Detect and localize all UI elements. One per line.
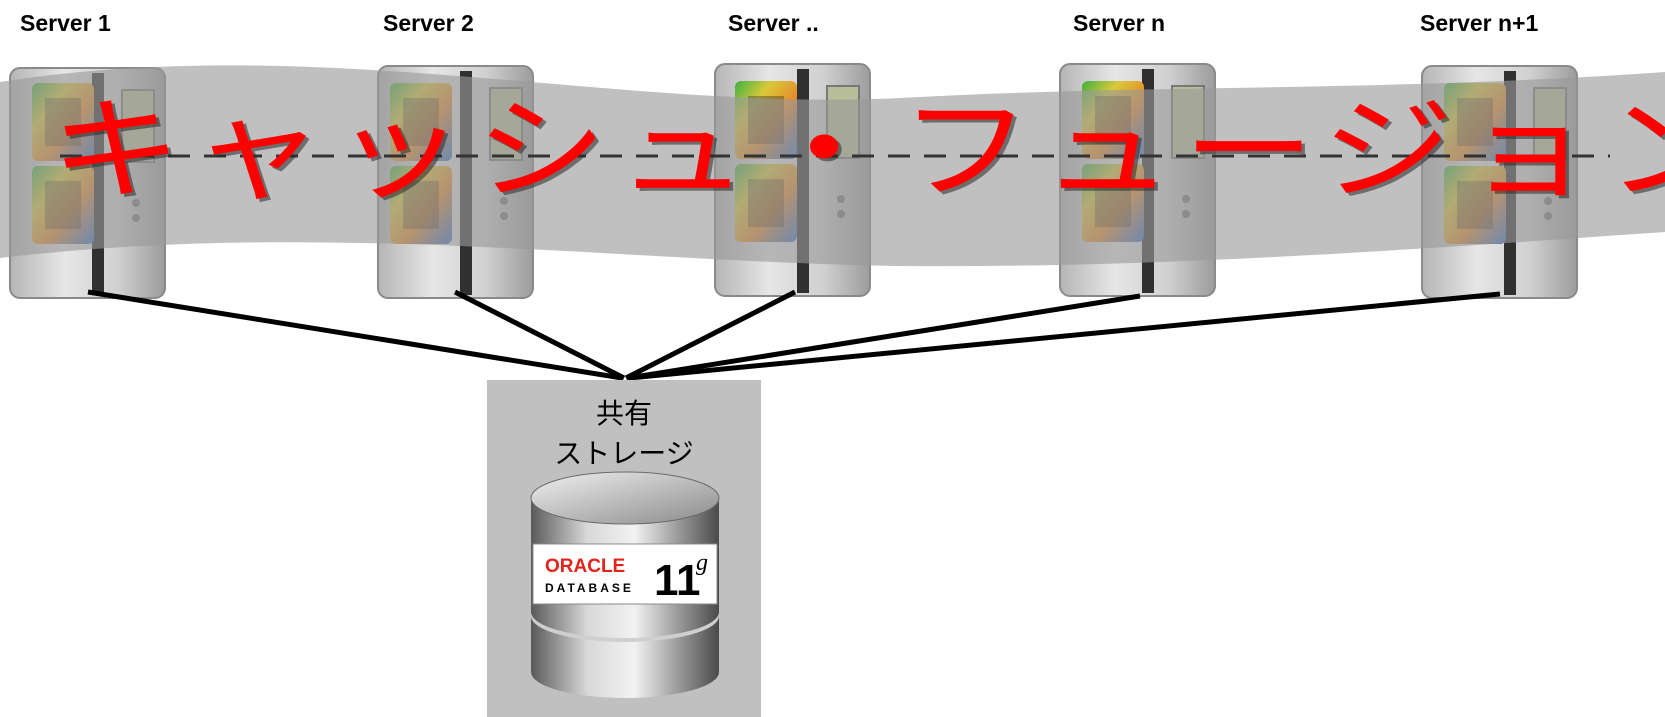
connection-line-server-3 <box>624 289 797 381</box>
server-label-3: Server .. <box>728 10 819 36</box>
connection-line-server-1 <box>87 289 623 381</box>
oracle-product-text: DATABASE <box>545 581 634 595</box>
connection-line-server-2 <box>453 289 626 381</box>
oracle-version-suffix-text: g <box>696 550 708 576</box>
database-cylinder-icon: ORACLE DATABASE 11 g <box>530 471 720 698</box>
shared-storage-box: 共有 ストレージ ORACLE DATABASE 11 g <box>487 380 761 717</box>
server-label-1: Server 1 <box>20 10 111 36</box>
shared-storage-title: 共有 ストレージ <box>487 394 761 474</box>
connection-line-server-n-plus-1 <box>629 291 1501 381</box>
cache-fusion-band <box>0 65 1665 267</box>
server-label-n-plus-1: Server n+1 <box>1420 10 1539 36</box>
shared-storage-title-line-2: ストレージ <box>554 437 694 470</box>
oracle-brand-text: ORACLE <box>545 556 625 577</box>
oracle-version-text: 11 <box>654 556 701 605</box>
cache-fusion-banner-text: キャッシュ・フュージョン <box>50 86 1665 216</box>
server-label-n: Server n <box>1073 10 1166 36</box>
connection-line-server-n <box>627 293 1141 381</box>
server-label-2: Server 2 <box>383 10 474 36</box>
shared-storage-title-line-1: 共有 <box>595 397 652 430</box>
storage-connection-lines <box>87 289 1501 381</box>
oracle-logo-panel <box>532 543 718 605</box>
